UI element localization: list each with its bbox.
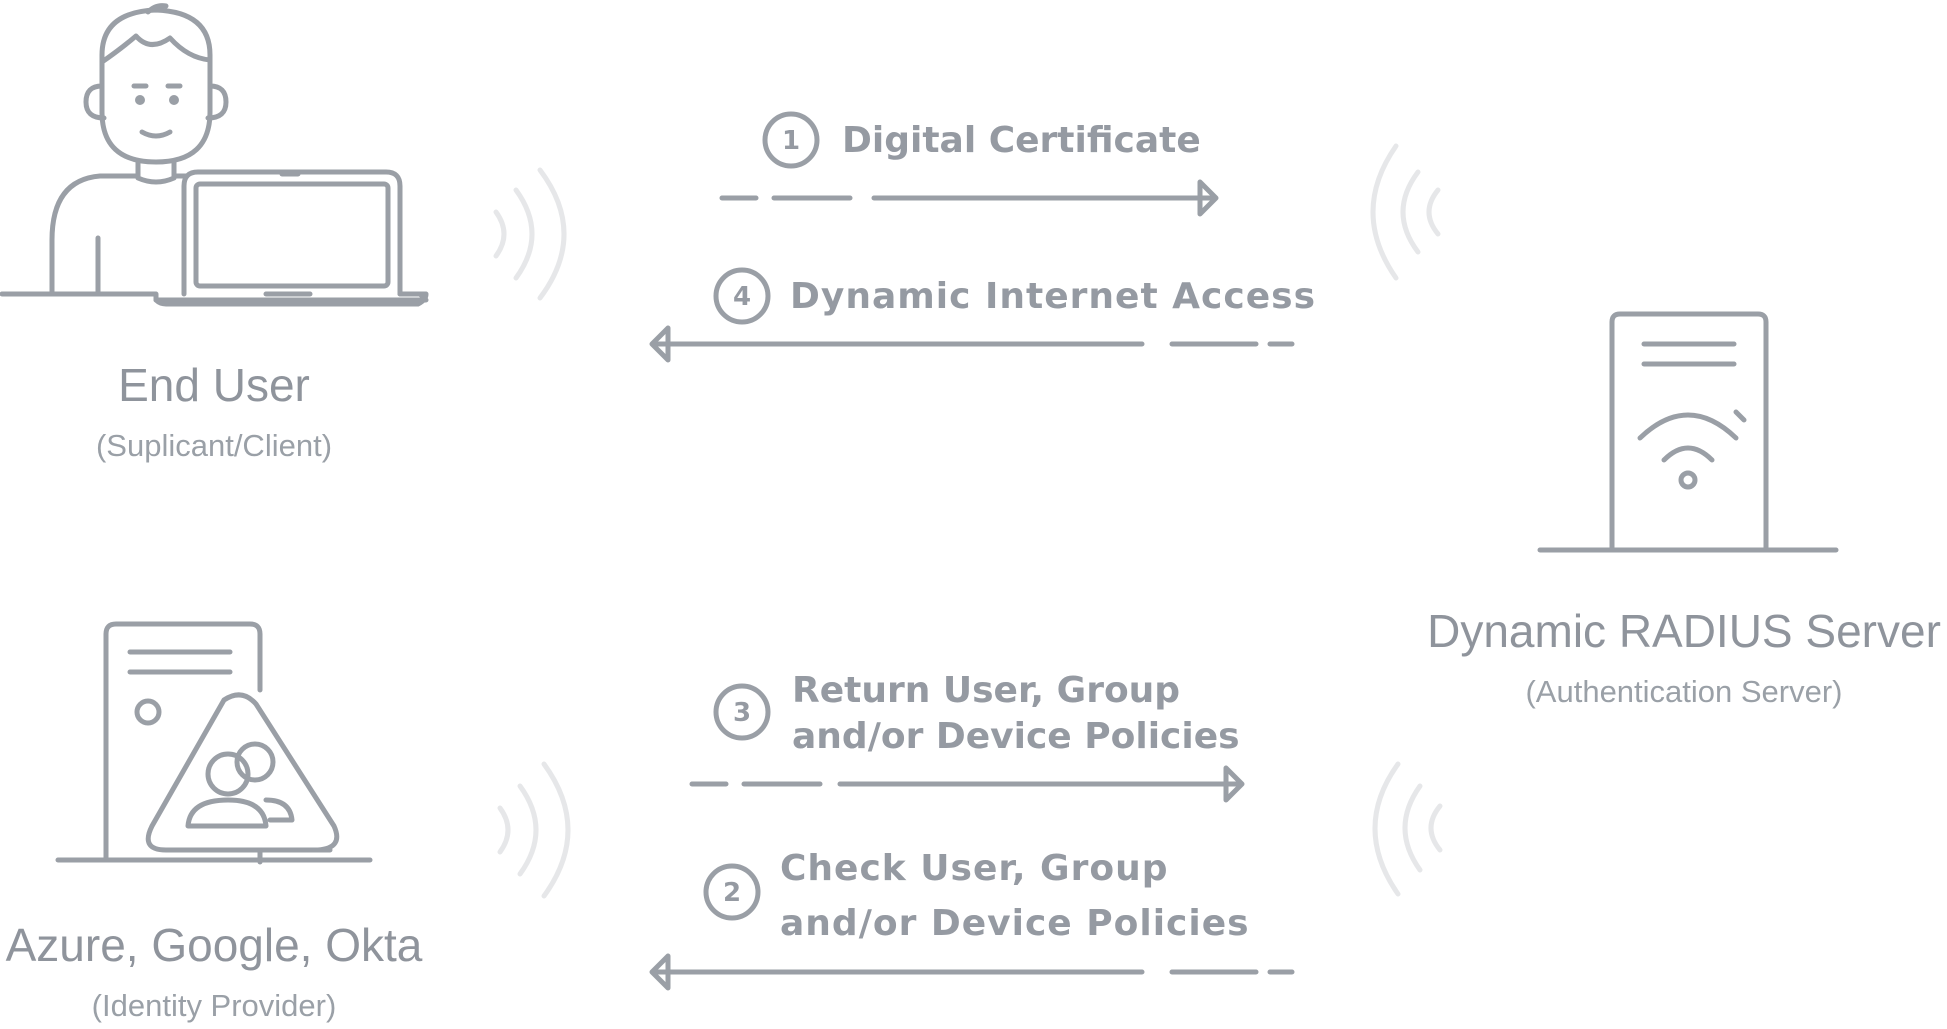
user-with-laptop-icon (0, 3, 429, 307)
step-4-badge: 4 (713, 267, 771, 325)
step-3-badge: 3 (713, 683, 771, 741)
step-1-label: Digital Certificate (842, 120, 1201, 161)
step-3-label-line1: Return User, Group (792, 670, 1181, 711)
arrow-right-icon (719, 179, 1219, 217)
step-4-label: Dynamic Internet Access (790, 276, 1316, 317)
signal-wave-icon (493, 167, 567, 301)
arrow-right-icon (689, 765, 1245, 803)
step-2-label-line1: Check User, Group (780, 848, 1169, 889)
server-wifi-icon (1537, 311, 1839, 553)
step-3-label-line2: and/or Device Policies (792, 716, 1240, 758)
end-user-title: End User (118, 359, 310, 411)
step-3-label: Return User, Group and/or Device Policie… (792, 668, 1240, 760)
arrow-left-icon (649, 325, 1295, 363)
svg-text:2: 2 (723, 878, 741, 908)
svg-text:3: 3 (733, 698, 751, 728)
arrow-left-icon (649, 953, 1295, 991)
identity-server-icon (55, 621, 373, 865)
radius-server-title: Dynamic RADIUS Server (1427, 605, 1941, 657)
svg-text:4: 4 (733, 282, 751, 312)
users-group-icon (185, 741, 295, 829)
step-2-label: Check User, Group and/or Device Policies (780, 842, 1250, 951)
svg-text:1: 1 (782, 126, 800, 156)
step-2-label-line2: and/or Device Policies (780, 902, 1250, 944)
signal-wave-icon (1370, 143, 1441, 281)
signal-wave-icon (1372, 761, 1443, 897)
radius-server-subtitle: (Authentication Server) (1525, 674, 1843, 709)
step-2-badge: 2 (703, 863, 761, 921)
signal-wave-icon (497, 761, 571, 899)
identity-provider-title: Azure, Google, Okta (5, 919, 423, 971)
identity-provider-subtitle: (Identity Provider) (91, 988, 337, 1023)
step-1-badge: 1 (762, 111, 820, 169)
end-user-subtitle: (Suplicant/Client) (95, 428, 333, 463)
